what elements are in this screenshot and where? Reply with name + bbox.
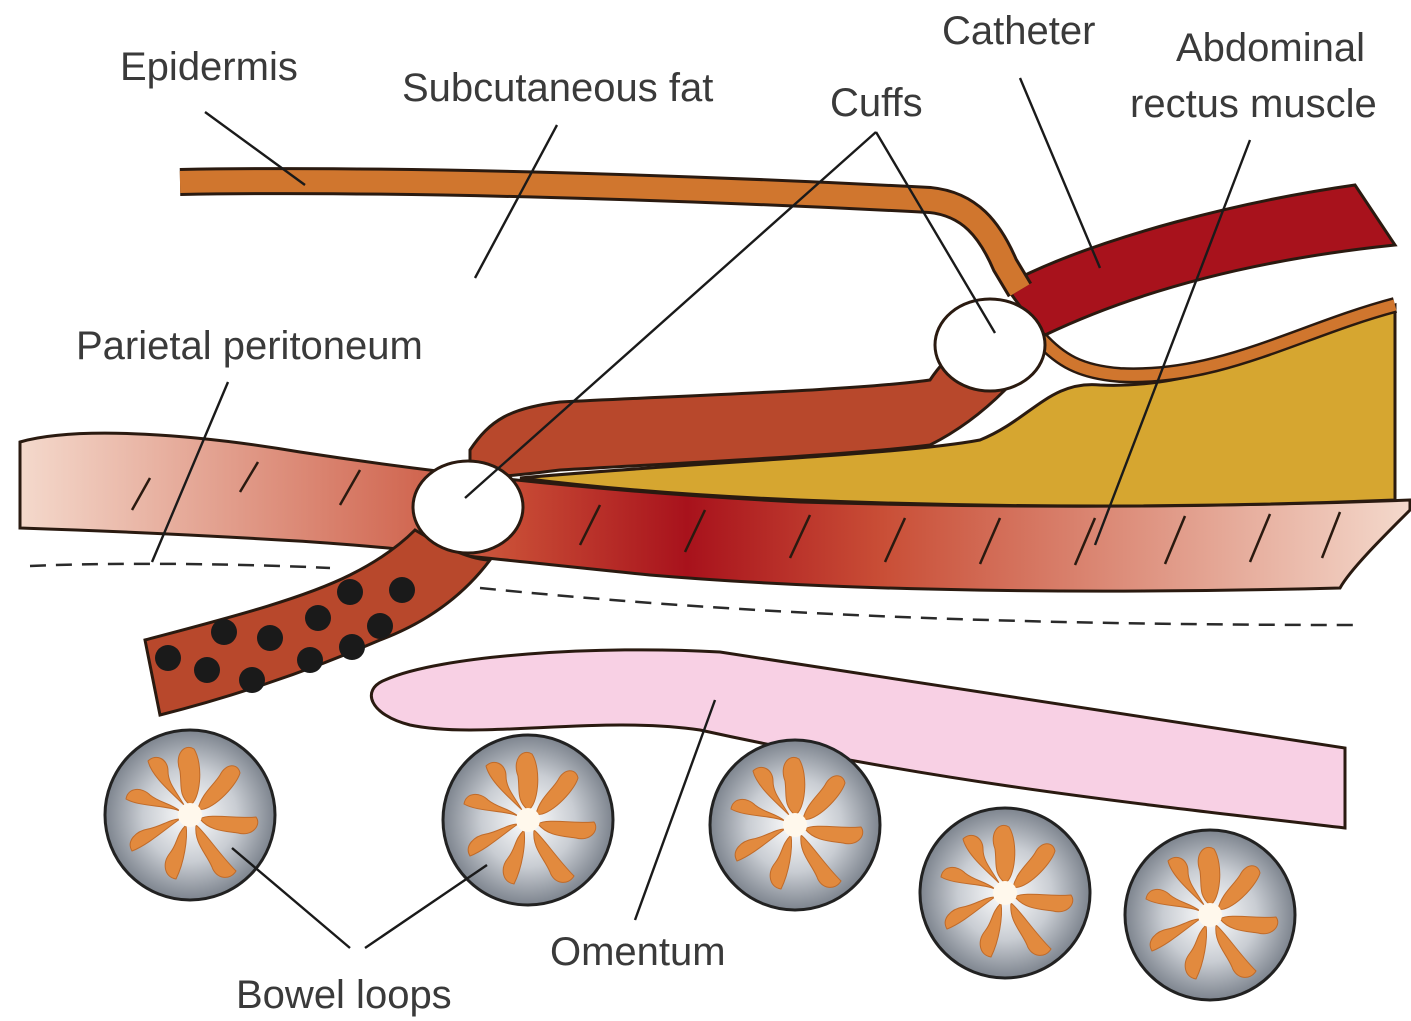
bowel-loop (1125, 830, 1295, 1000)
label-cuffs: Cuffs (830, 81, 923, 125)
label-bowel-loops: Bowel loops (236, 973, 452, 1017)
deep-cuff (413, 461, 523, 553)
bowel-loop (920, 808, 1090, 978)
label-parietal-peritoneum: Parietal peritoneum (76, 324, 423, 368)
label-subcutaneous-fat: Subcutaneous fat (402, 66, 713, 110)
dark-red-muscle (1005, 185, 1395, 335)
label-rectus-muscle: rectus muscle (1130, 82, 1377, 126)
bowel-loop (710, 740, 880, 910)
label-catheter: Catheter (942, 9, 1095, 53)
superficial-cuff (935, 299, 1045, 391)
label-epidermis: Epidermis (120, 45, 298, 89)
label-omentum: Omentum (550, 930, 726, 974)
label-abdominal: Abdominal (1176, 26, 1365, 70)
bowel-loop (443, 735, 613, 905)
bowel-loop (105, 730, 275, 900)
